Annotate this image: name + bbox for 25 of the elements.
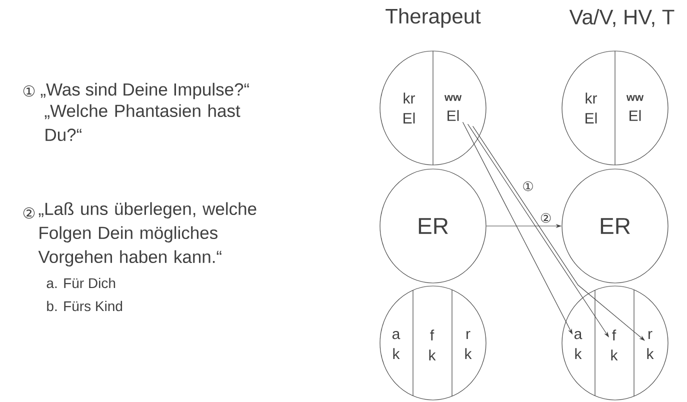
section-text: a k <box>392 330 400 360</box>
circle <box>380 286 486 400</box>
section-text: f k <box>611 330 618 360</box>
question-text: „Was sind Deine Impulse?“ <box>40 82 249 100</box>
section-text: ww El <box>444 95 462 121</box>
circle <box>380 50 486 166</box>
item-number: ② <box>23 207 35 219</box>
edge-label: ② <box>541 213 551 223</box>
section-text: kr El <box>404 92 415 124</box>
list-item: b. Fürs Kind <box>47 300 122 312</box>
question-text: „Laß uns überlegen, welche Folgen Dein mögliches Vorgehen haben kann.“ <box>38 202 256 267</box>
column-heading: Therapeut <box>386 8 481 28</box>
item-number: ① <box>23 85 35 97</box>
circle <box>562 286 668 400</box>
question-text: „Welche Phantasien hast Du?“ <box>44 104 240 142</box>
section-text: kr El <box>586 92 597 124</box>
section-text: a k <box>574 330 582 360</box>
list-item: a. Für Dich <box>46 278 116 288</box>
edge-label: ① <box>523 181 533 192</box>
section-text: f k <box>429 330 436 360</box>
section-text: r k <box>465 330 472 360</box>
section-text: ww El <box>626 95 644 121</box>
section-text: r k <box>647 330 654 360</box>
circle <box>562 50 668 166</box>
column-heading: Va/V, HV, T <box>569 9 674 27</box>
